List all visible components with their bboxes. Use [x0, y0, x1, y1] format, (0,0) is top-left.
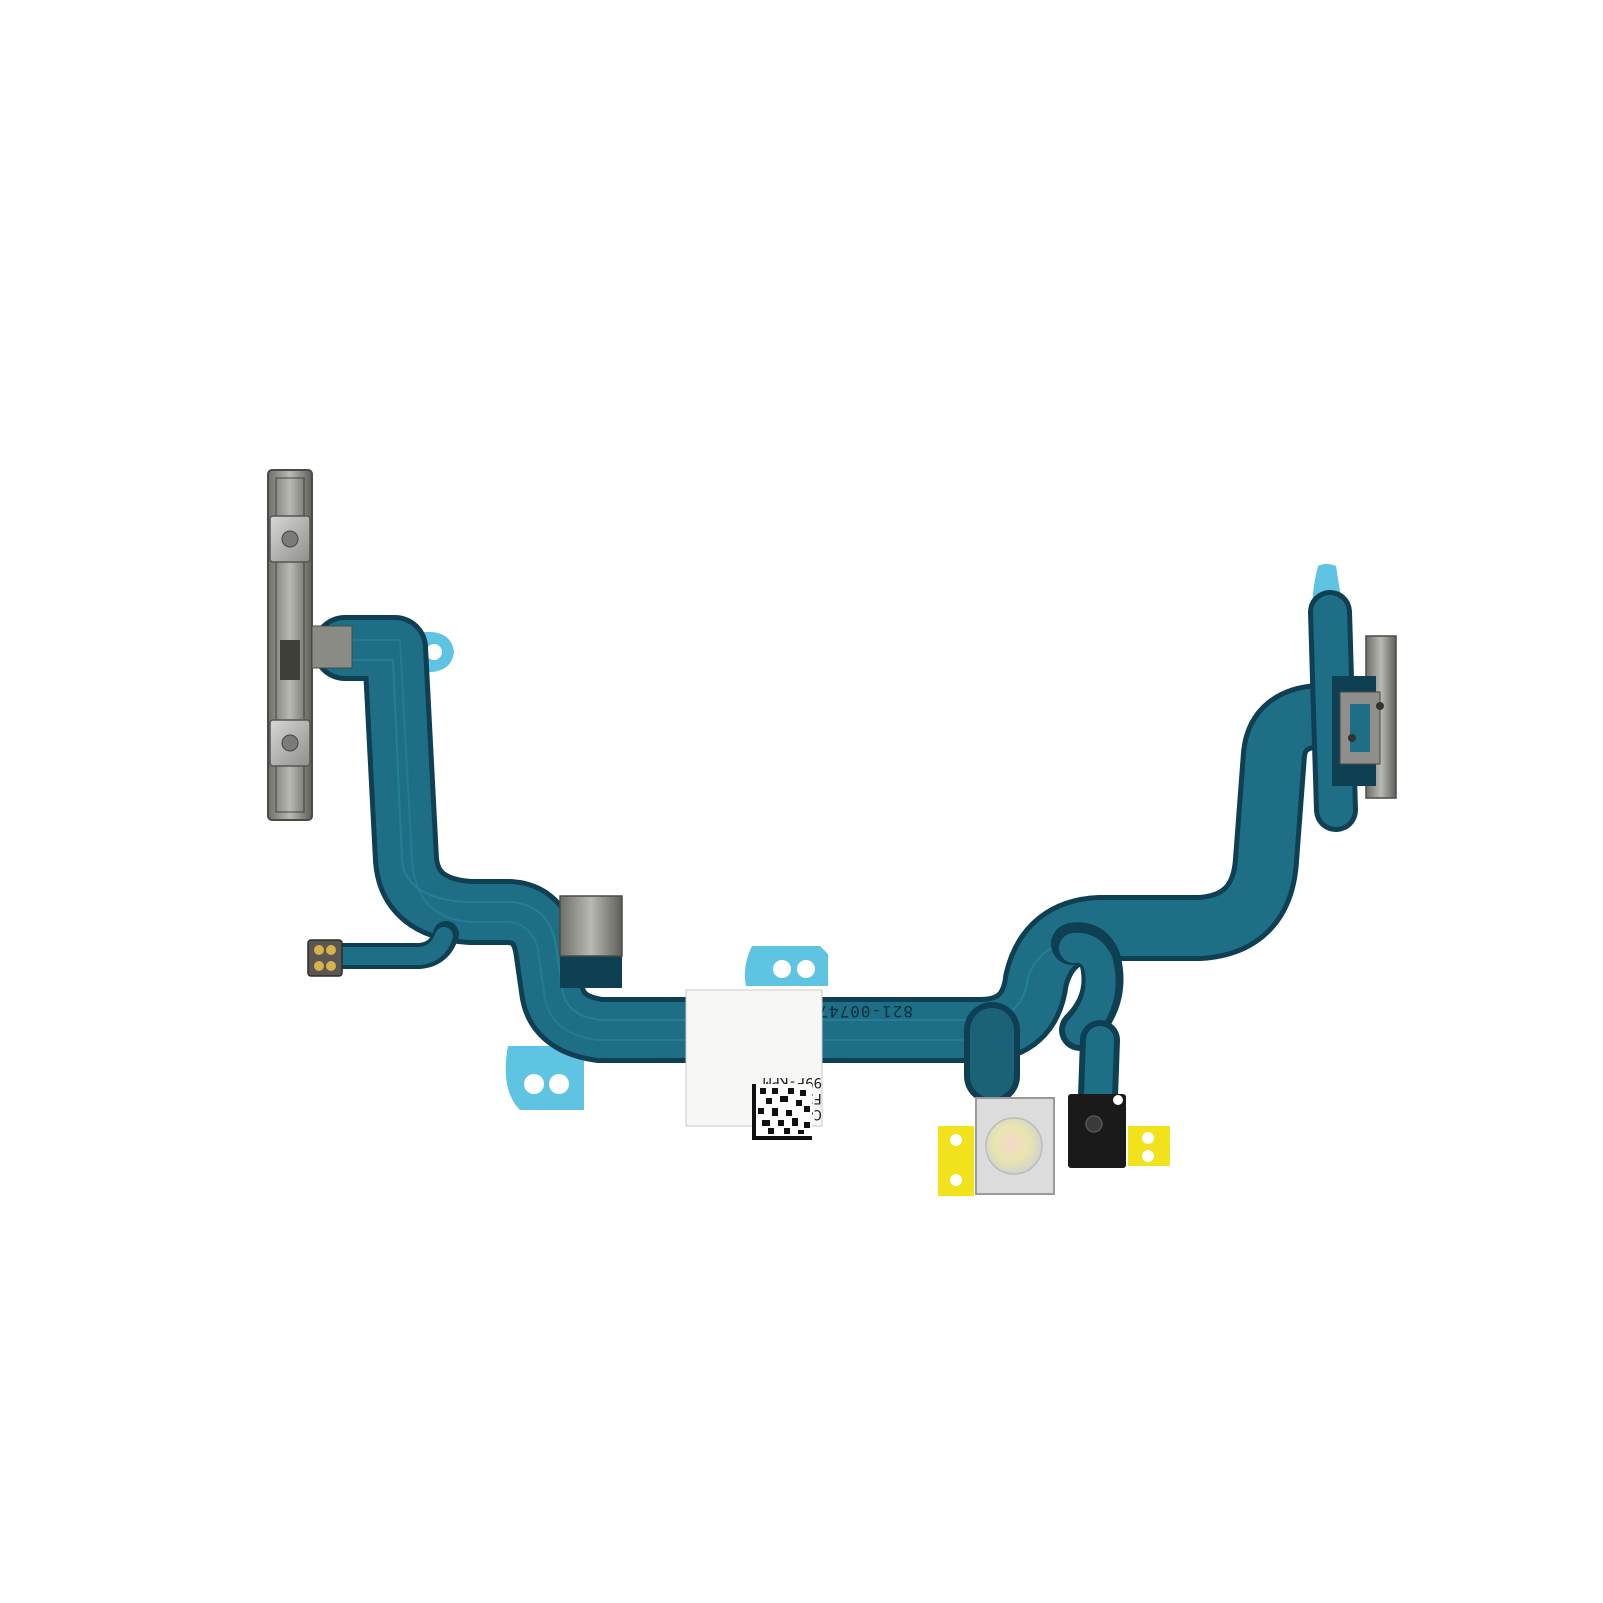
flex-branch-left-body — [333, 927, 453, 965]
flex-trace — [350, 639, 980, 1041]
flex-branch-hook — [1059, 932, 1116, 1045]
gold-pad-icon — [314, 945, 324, 955]
power-screw-icon — [1376, 702, 1384, 710]
volume-down-button-icon — [269, 719, 311, 767]
bracket-inner — [275, 477, 305, 813]
power-button-slot — [1350, 704, 1370, 752]
data-matrix-code-icon — [752, 1084, 812, 1140]
flash-module — [938, 1097, 1055, 1196]
shield-plate — [559, 895, 623, 988]
sensor-icon — [1085, 1115, 1103, 1133]
hole — [426, 644, 442, 660]
volume-up-button-icon — [269, 515, 311, 563]
hole — [524, 1074, 544, 1094]
gold-pad-icon — [326, 961, 336, 971]
hole — [549, 1074, 569, 1094]
led-lens-icon — [985, 1117, 1043, 1175]
hole — [950, 1134, 962, 1146]
gold-pad-icon — [326, 945, 336, 955]
hole — [773, 960, 791, 978]
gold-pad-icon — [314, 961, 324, 971]
hole — [1142, 1150, 1154, 1162]
flex-cable-body — [317, 620, 1348, 1058]
flex-trace — [350, 659, 1101, 1021]
hole — [1113, 1095, 1123, 1105]
hole — [950, 1174, 962, 1186]
adhesive-tab-lower-left — [505, 1046, 584, 1110]
left-contact-connector — [307, 939, 343, 977]
hole — [1142, 1132, 1154, 1144]
volume-bracket — [267, 469, 353, 821]
hole — [797, 960, 815, 978]
sensor-module — [1068, 1094, 1170, 1168]
power-bracket — [1332, 635, 1397, 799]
barcode-label: C466334 F2Q8H14 99F-KPM — [685, 989, 823, 1140]
bracket-slot — [280, 640, 300, 680]
bracket-neck — [311, 625, 353, 669]
flex-branch-sensor — [1084, 1026, 1114, 1110]
power-screw-icon — [1348, 734, 1356, 742]
